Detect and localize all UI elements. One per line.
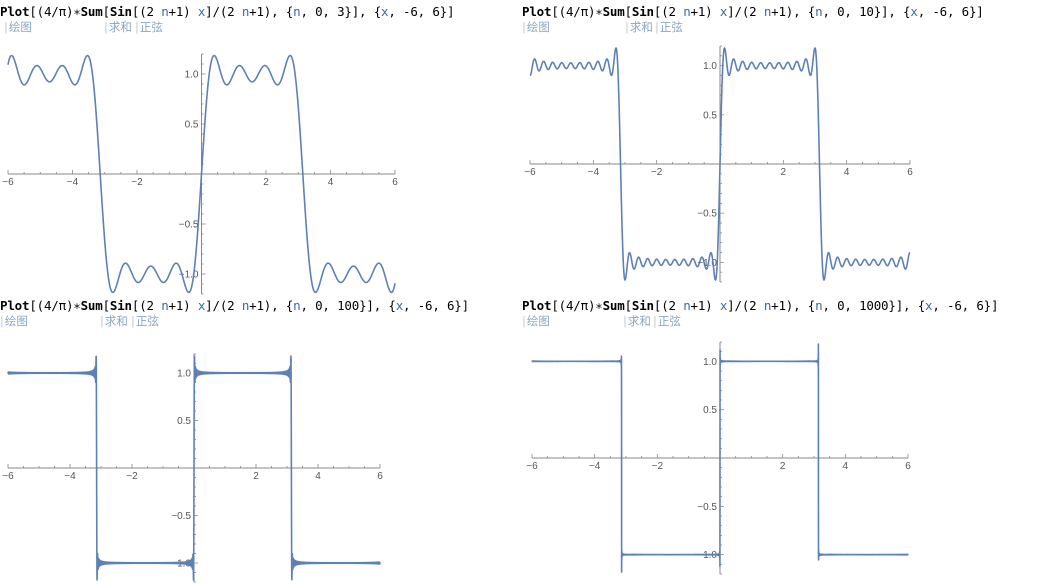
plot-chart: −6 −4 −2 2 4 6 1.0 0.5 −0.5 −1.0 [524, 45, 913, 283]
hint-sin[interactable]: |正弦 [135, 20, 163, 34]
x-tick-label: −4 [67, 177, 79, 188]
input-expression[interactable]: Plot[(4/π)∗Sum[Sin[(2 n+1) x]/(2 n+1), {… [522, 4, 984, 19]
input-expression[interactable]: Plot[(4/π)∗Sum[Sin[(2 n+1) x]/(2 n+1), {… [0, 4, 455, 19]
notebook-cell-4[interactable]: Plot[(4/π)∗Sum[Sin[(2 n+1) x]/(2 n+1), {… [522, 298, 1061, 588]
notebook-cell-3[interactable]: Plot[(4/π)∗Sum[Sin[(2 n+1) x]/(2 n+1), {… [0, 298, 520, 588]
notebook-cell-1[interactable]: Plot[(4/π)∗Sum[Sin[(2 n+1) x]/(2 n+1), {… [0, 4, 520, 295]
hint-sum[interactable]: |求和 [100, 314, 128, 328]
hint-plot[interactable]: |绘图 [522, 20, 550, 34]
plot-chart: −6 −4 −2 2 4 6 1.0 0.5 −0.5 −1.0 [2, 53, 398, 295]
x-tick-label: 6 [905, 461, 911, 472]
hint-sin[interactable]: |正弦 [655, 20, 683, 34]
x-tick-label: −6 [524, 167, 536, 178]
x-tick-label: −4 [64, 471, 76, 482]
hint-plot[interactable]: |绘图 [522, 314, 550, 328]
y-tick-label: −0.5 [179, 220, 199, 231]
y-tick-label: 0.5 [703, 110, 717, 121]
y-tick-label: −0.5 [697, 502, 717, 513]
input-expression[interactable]: Plot[(4/π)∗Sum[Sin[(2 n+1) x]/(2 n+1), {… [0, 298, 469, 313]
x-tick-label: 6 [377, 471, 383, 482]
x-tick-label: 4 [315, 471, 321, 482]
x-tick-label: 2 [253, 471, 259, 482]
x-tick-label: 6 [392, 177, 398, 188]
y-tick-label: −1.0 [697, 258, 717, 269]
x-tick-label: 6 [907, 167, 913, 178]
hint-sum[interactable]: |求和 [104, 20, 132, 34]
fourier-series-curve [529, 47, 911, 281]
hint-plot[interactable]: |绘图 [4, 20, 32, 34]
x-tick-label: 4 [328, 177, 334, 188]
x-tick-label: 2 [263, 177, 269, 188]
y-tick-label: 1.0 [177, 369, 191, 380]
x-tick-label: 4 [843, 461, 849, 472]
x-tick-label: −2 [651, 167, 663, 178]
hint-sum[interactable]: |求和 [623, 314, 651, 328]
y-tick-label: 0.5 [703, 405, 717, 416]
x-tick-label: 2 [780, 461, 786, 472]
x-tick-label: −2 [652, 461, 664, 472]
y-tick-label: −1.0 [697, 550, 717, 561]
input-expression[interactable]: Plot[(4/π)∗Sum[Sin[(2 n+1) x]/(2 n+1), {… [522, 298, 999, 313]
notebook-cell-2[interactable]: Plot[(4/π)∗Sum[Sin[(2 n+1) x]/(2 n+1), {… [522, 4, 1061, 294]
hint-sin[interactable]: |正弦 [653, 314, 681, 328]
y-tick-label: 1.0 [703, 357, 717, 368]
x-tick-label: 4 [844, 167, 850, 178]
hint-plot[interactable]: |绘图 [0, 314, 28, 328]
x-tick-label: −6 [2, 177, 14, 188]
x-tick-label: −2 [131, 177, 143, 188]
x-tick-label: −4 [589, 461, 601, 472]
x-tick-label: −2 [126, 471, 138, 482]
x-tick-label: −4 [588, 167, 600, 178]
fourier-series-curve [7, 355, 381, 581]
x-tick-label: 2 [781, 167, 787, 178]
y-tick-label: 1.0 [185, 70, 199, 81]
y-tick-label: −1.0 [179, 270, 199, 281]
x-tick-label: −6 [526, 461, 538, 472]
y-tick-label: 0.5 [177, 416, 191, 427]
y-tick-label: −0.5 [697, 209, 717, 220]
fourier-series-curve [7, 54, 396, 294]
hint-sum[interactable]: |求和 [625, 20, 653, 34]
y-tick-label: −0.5 [171, 511, 191, 522]
x-tick-label: −6 [2, 471, 14, 482]
y-tick-label: 0.5 [185, 120, 199, 131]
y-tick-label: 1.0 [703, 61, 717, 72]
plot-chart: −6 −4 −2 2 4 6 1.0 0.5 −0.5 −1.0 [526, 341, 911, 575]
fourier-series-curve [531, 343, 909, 573]
hint-sin[interactable]: |正弦 [131, 314, 159, 328]
